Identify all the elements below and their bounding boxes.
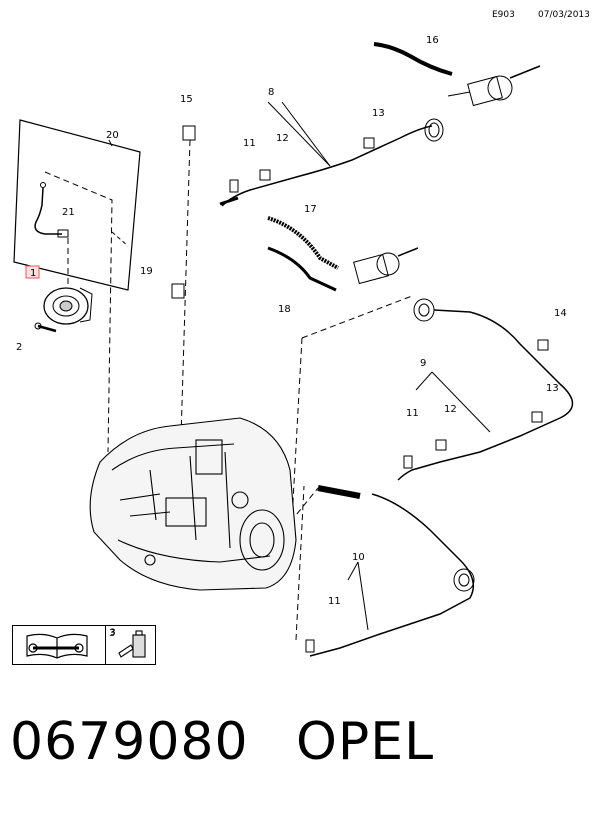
callout-20: 20 — [106, 130, 119, 141]
diagram-date: 07/03/2013 — [538, 10, 590, 20]
callout-14: 14 — [554, 308, 567, 319]
callout-13a: 13 — [372, 108, 385, 119]
part-number: 0679080 — [10, 712, 249, 772]
connector-10 — [453, 568, 475, 592]
callout-12a: 12 — [276, 133, 289, 144]
callout-2: 2 — [16, 342, 22, 353]
slave-tube-10 — [317, 485, 361, 499]
callout-9: 9 — [420, 358, 426, 369]
callout-3: 3 — [109, 628, 115, 639]
diagram-code: E903 — [492, 10, 515, 20]
callout-labels: 1 2 3 8 9 10 11 11 11 12 12 13 13 14 15 … — [16, 35, 567, 639]
callout-17: 17 — [304, 204, 317, 215]
book-wrench-icon — [26, 633, 88, 659]
fluid-bottle-icon — [118, 630, 146, 658]
callout-10: 10 — [352, 552, 365, 563]
master-cylinder-mid — [353, 247, 419, 285]
highlight-box — [25, 265, 40, 279]
connector-9 — [413, 298, 435, 322]
master-cylinder-top — [447, 65, 541, 107]
pipe-10 — [309, 493, 475, 657]
callout-21: 21 — [62, 207, 75, 218]
pipe-9 — [397, 309, 574, 481]
callout-11b: 11 — [406, 408, 419, 419]
legend-separator — [105, 626, 106, 664]
inset-panel — [13, 119, 141, 291]
callout-16: 16 — [426, 35, 439, 46]
callout-19: 19 — [140, 266, 153, 277]
callout-15: 15 — [180, 94, 193, 105]
exploded-parts-diagram: 1 2 3 8 9 10 11 11 11 12 12 13 13 14 15 … — [13, 35, 574, 657]
brand-name: OPEL — [296, 712, 435, 772]
callout-1: 1 — [30, 268, 36, 279]
callout-8: 8 — [268, 87, 274, 98]
gearbox-housing — [89, 417, 297, 591]
hose-18 — [267, 246, 337, 292]
callout-13b: 13 — [546, 383, 559, 394]
callout-11c: 11 — [328, 596, 341, 607]
pipe-8 — [221, 125, 433, 207]
callout-12b: 12 — [444, 404, 457, 415]
connector-8 — [424, 118, 444, 142]
release-bearing — [43, 287, 93, 325]
legend-box: 3 — [12, 625, 156, 665]
callout-18: 18 — [278, 304, 291, 315]
callout-11a: 11 — [243, 138, 256, 149]
inset-hose — [34, 187, 62, 235]
hose-17 — [267, 216, 339, 270]
legend-item-number: 3 — [110, 628, 116, 638]
hose-16 — [373, 42, 453, 76]
